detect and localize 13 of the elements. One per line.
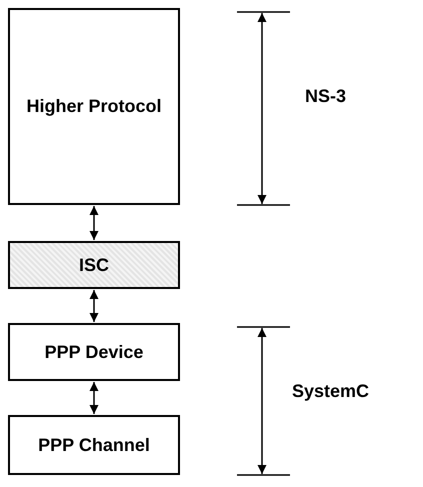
interface-box xyxy=(8,241,180,289)
double-arrow xyxy=(90,290,98,322)
node-label: PPP Channel xyxy=(38,434,150,457)
node-label: PPP Device xyxy=(44,340,144,364)
node-label: Higher Protocol xyxy=(26,95,162,118)
node-label: ISC xyxy=(78,254,109,277)
range-label: SystemC xyxy=(292,381,370,402)
double-arrow xyxy=(90,382,98,414)
range-label: NS-3 xyxy=(305,86,346,107)
device-box xyxy=(8,323,180,381)
double-arrow xyxy=(90,206,98,240)
protocol-box xyxy=(8,8,180,205)
channel-box xyxy=(8,415,180,475)
